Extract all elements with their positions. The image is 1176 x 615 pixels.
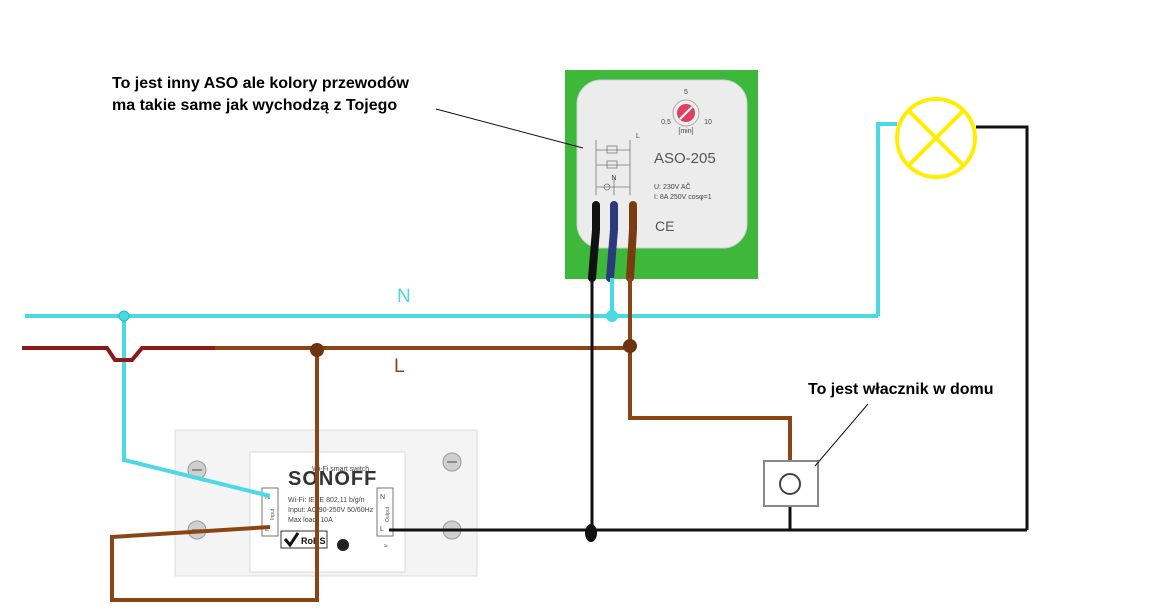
aso-terminal-n: N <box>611 175 616 182</box>
aso-dial-mid: 5 <box>684 89 688 96</box>
lamp-return-wire <box>976 125 1029 530</box>
supply-live-wire <box>22 346 215 362</box>
black-wires <box>389 125 1029 533</box>
sonoff-rohs-text: RoHS <box>301 536 326 546</box>
live-to-switch-wire <box>628 348 792 462</box>
sonoff-output-l: L <box>380 526 384 533</box>
aso-brown-lead <box>626 201 637 282</box>
aso-blue-lead <box>606 201 618 282</box>
aso-205-device: 5 0,5 10 [min] L N ASO-205 U: 230V AC͂ I… <box>565 70 758 282</box>
sonoff-input-n: N <box>265 494 270 501</box>
switch-note-leader <box>814 403 869 467</box>
sonoff-input-l: L <box>265 526 269 533</box>
sonoff-output-n: N <box>380 494 385 501</box>
sonoff-output-terminal <box>376 487 394 537</box>
sonoff-input-terminal <box>261 487 279 537</box>
sonoff-device: SONOFF Wi-Fi smart switch Wi-Fi: IEEE 80… <box>174 429 478 577</box>
switch-note: To jest włacznik w domu <box>808 381 994 398</box>
wifi-icon: ≈ <box>384 543 388 550</box>
neutral-junction-left <box>118 310 130 322</box>
lamp-icon <box>895 97 977 179</box>
aso-model-label: ASO-205 <box>654 150 716 167</box>
aso-dial-min: 0,5 <box>661 119 671 126</box>
wall-switch-icon <box>763 460 819 507</box>
live-label: L <box>394 356 405 377</box>
aso-black-lead <box>588 201 600 282</box>
aso-housing <box>576 79 748 249</box>
aso-dial-max: 10 <box>704 119 712 126</box>
aso-schematic <box>595 140 631 195</box>
neutral-to-lamp-wire <box>876 122 897 316</box>
aso-terminal-l: L <box>636 133 640 140</box>
neutral-to-sonoff-wire <box>122 316 271 498</box>
check-icon <box>283 532 300 548</box>
black-junction <box>585 524 597 542</box>
sonoff-spec-input: Input: AC 90-250V 50/60Hz <box>288 507 374 514</box>
aso-dial-pointer <box>679 106 693 120</box>
aso-note-line1: To jest inny ASO ale kolory przewodów <box>112 75 409 92</box>
sonoff-spec-max: Max load: 10A <box>288 517 333 524</box>
aso-ce-mark: CE <box>655 218 674 234</box>
neutral-wires <box>25 122 897 498</box>
aso-spec-line1: U: 230V AC͂ <box>654 183 691 191</box>
sonoff-brand: SONOFF <box>288 468 377 490</box>
sonoff-input-label: Input <box>270 508 276 520</box>
live-junction-aso <box>623 339 637 353</box>
neutral-label: N <box>397 286 411 307</box>
live-wires <box>110 278 792 602</box>
live-to-sonoff-wire <box>110 348 319 602</box>
aso-dial-unit: [min] <box>678 128 693 135</box>
sonoff-output-label: Output <box>385 506 391 522</box>
aso-spec-line2: I: 8A 250V cosφ=1 <box>654 194 712 201</box>
live-junction-sonoff <box>310 343 324 357</box>
aso-note-leader <box>435 108 584 149</box>
neutral-junction-aso <box>606 310 618 322</box>
aso-note-line2: ma takie same jak wychodzą z Tojego <box>112 97 397 114</box>
sonoff-spec-wifi: Wi-Fi: IEEE 802.11 b/g/n <box>288 497 365 504</box>
sonoff-tagline: Wi-Fi smart switch <box>312 466 369 473</box>
sonoff-button <box>337 539 349 551</box>
